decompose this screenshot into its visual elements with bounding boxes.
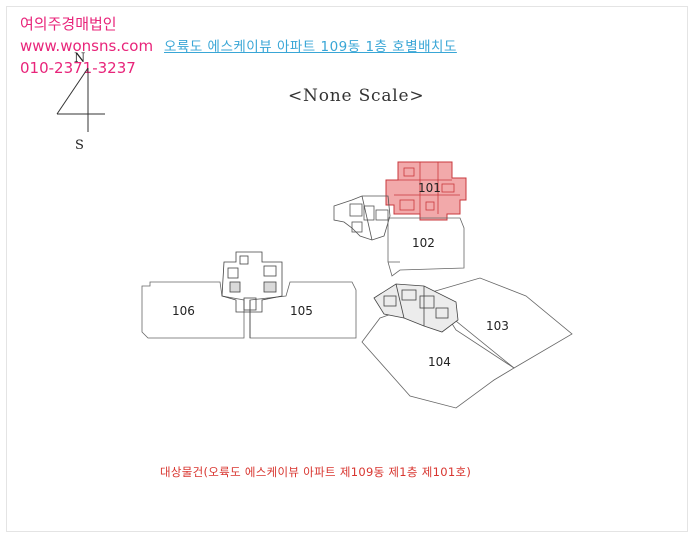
core-hall-east — [373, 283, 459, 333]
compass-south-label: S — [75, 138, 84, 153]
scale-note: <None Scale> — [288, 86, 425, 106]
compass-icon — [56, 67, 105, 132]
core-hall-west — [221, 251, 283, 338]
unit-106-label: 106 — [172, 304, 195, 318]
page-frame — [6, 6, 688, 532]
unit-102-label: 102 — [412, 236, 435, 250]
unit-105-label: 105 — [290, 304, 313, 318]
unit-103-block[interactable] — [431, 277, 573, 369]
watermark-url[interactable]: www.wonsns.com — [20, 37, 154, 55]
unit-102-block[interactable] — [387, 217, 465, 277]
watermark-company: 여의주경매법인 — [20, 15, 117, 33]
target-property-caption: 대상물건(오륙도 에스케이뷰 아파트 제109동 제1층 제101호) — [160, 465, 472, 479]
unit-101-label: 101 — [418, 181, 441, 195]
unit-101-block[interactable] — [385, 161, 467, 221]
compass-north-label: N — [74, 51, 85, 66]
unit-105-block[interactable] — [249, 281, 357, 339]
core-hall-north — [333, 195, 391, 241]
unit-103-label: 103 — [486, 319, 509, 333]
page-title: 오륙도 에스케이뷰 아파트 109동 1층 호별배치도 — [164, 39, 457, 55]
unit-104-label: 104 — [428, 355, 451, 369]
watermark-phone: 010-2371-3237 — [20, 59, 136, 77]
unit-106-block[interactable] — [141, 281, 245, 339]
